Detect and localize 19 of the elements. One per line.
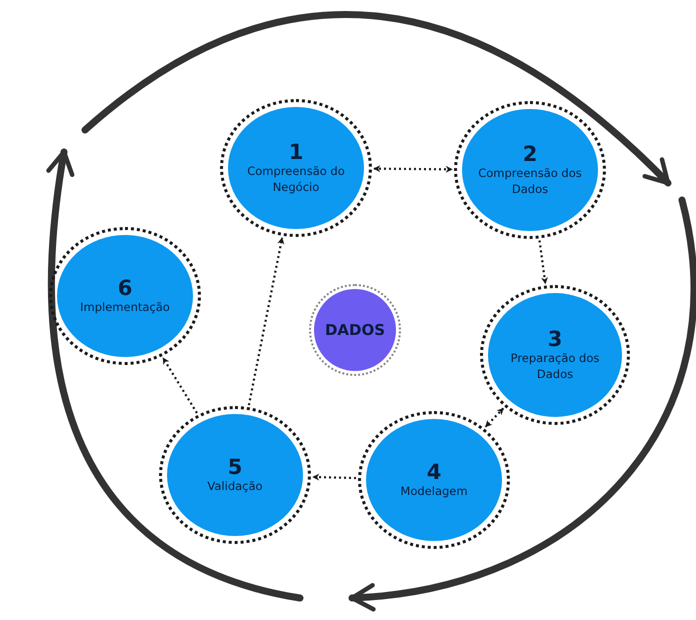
phase-label: Modelagem <box>399 484 469 500</box>
phase-label: Preparação dos Dados <box>510 351 600 382</box>
dotted-arrow <box>538 240 548 284</box>
dotted-arrow <box>312 474 356 481</box>
step-number: 6 <box>118 276 132 300</box>
phase-label: Compreensão dos Dados <box>477 166 583 198</box>
dotted-arrow <box>162 357 198 414</box>
phase-label: Validação <box>206 478 264 494</box>
dotted-arrow <box>484 408 504 428</box>
step-number: 5 <box>228 456 242 479</box>
step-number: 2 <box>522 142 538 166</box>
step-number: 4 <box>426 460 442 484</box>
dotted-arrow <box>248 237 284 406</box>
step-number: 1 <box>288 140 304 164</box>
center-label: DADOS <box>324 321 386 339</box>
dotted-arrow <box>373 165 453 173</box>
phase-label: Compreensão do Negócio <box>246 164 346 196</box>
phase-label: Implementação <box>79 300 171 316</box>
step-number: 3 <box>548 328 562 352</box>
